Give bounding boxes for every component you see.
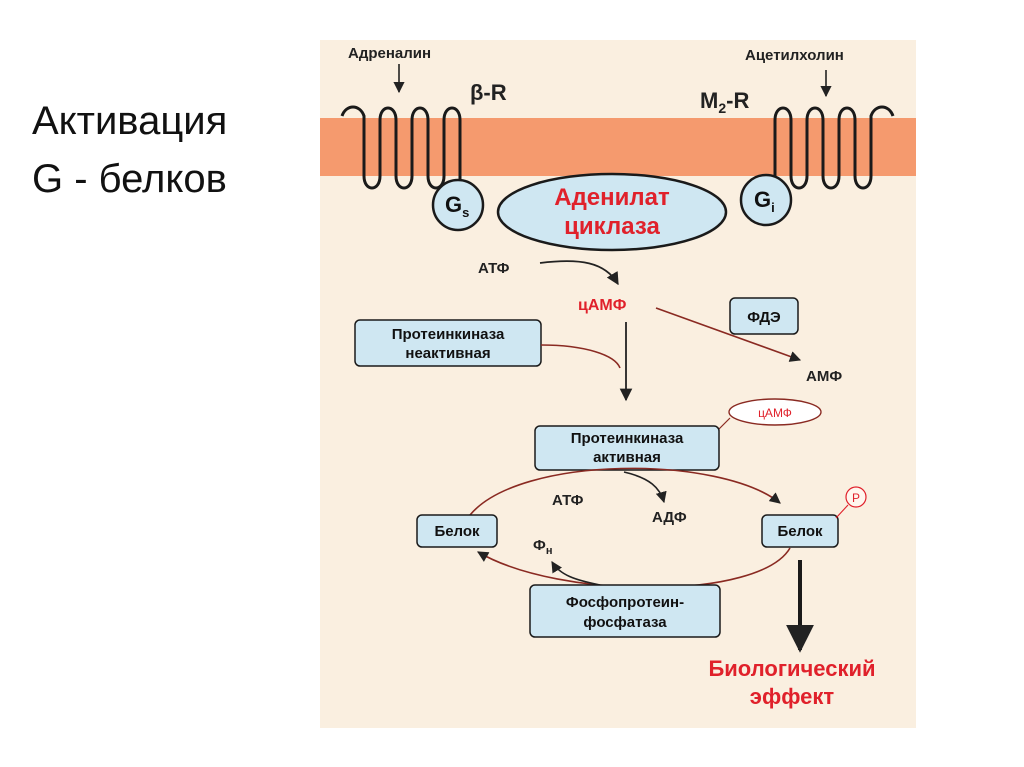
- slide-title-line-1: Активация: [32, 99, 228, 143]
- pde-box: [729, 297, 799, 335]
- pk-inactive-line-1: Протеинкиназа: [392, 326, 505, 343]
- adenylate-cyclase-line-1: Аденилат: [554, 184, 670, 211]
- gs-protein: [431, 178, 485, 232]
- pi-release-arrow: [551, 561, 601, 586]
- camp-bound-label: цАМФ: [758, 406, 792, 420]
- atp-cycle-label: АТФ: [552, 492, 584, 509]
- cell-membrane: [320, 118, 916, 176]
- atp-to-adp-arrow: [623, 471, 667, 504]
- acetylcholine-label: Ацетилхолин: [745, 47, 844, 64]
- beta-receptor-label: β-R: [470, 80, 507, 105]
- phosphate-badge: [845, 486, 867, 508]
- atp-to-camp-arrow: [539, 260, 619, 286]
- gi-protein: [739, 173, 793, 227]
- pde-label: ФДЭ: [747, 309, 781, 326]
- pk-active-line-1: Протеинкиназа: [571, 430, 684, 447]
- phosphatase-line-1: Фосфопротеин-: [566, 594, 684, 611]
- gi-label: Gi: [754, 187, 775, 215]
- slide-title-line-2: G - белков: [32, 157, 227, 201]
- m2-receptor-label: M2-R: [700, 88, 749, 116]
- camp-bound-badge: [728, 398, 822, 426]
- phosphatase-box: [529, 584, 721, 638]
- camp-label: цАМФ: [578, 297, 627, 314]
- phosphate-connector: [835, 504, 849, 519]
- pk-active-line-2: активная: [593, 449, 661, 466]
- amp-label: АМФ: [806, 368, 842, 385]
- adenylate-cyclase: [496, 172, 728, 252]
- effect-line-1: Биологический: [708, 656, 875, 681]
- pk-active-box: [534, 425, 720, 471]
- beta-receptor: [340, 105, 462, 190]
- protein-right-label: Белок: [777, 523, 823, 540]
- adenylate-cyclase-line-2: циклаза: [564, 213, 660, 240]
- pk-inactive-arrow: [540, 344, 621, 369]
- camp-to-amp-arrow: [655, 307, 802, 362]
- gs-label: Gs: [445, 192, 469, 220]
- phosphatase-line-2: фосфатаза: [583, 614, 667, 631]
- pk-inactive-box: [354, 319, 542, 367]
- pk-inactive-line-2: неактивная: [405, 345, 490, 362]
- adrenaline-label: Адреналин: [348, 45, 431, 62]
- adp-label: АДФ: [652, 509, 687, 526]
- camp-bound-connector: [717, 417, 731, 431]
- atp-label: АТФ: [478, 260, 510, 277]
- m2-receptor: [773, 105, 895, 190]
- phosphate-badge-label: P: [852, 491, 860, 505]
- protein-left-box: [416, 514, 498, 548]
- protein-left-label: Белок: [434, 523, 480, 540]
- protein-right-box: [761, 514, 839, 548]
- slide-title: Активация G - белков: [32, 92, 227, 208]
- phosphorylation-arrow: [469, 467, 781, 516]
- pi-label: Фн: [533, 537, 552, 557]
- effect-line-2: эффект: [750, 684, 835, 709]
